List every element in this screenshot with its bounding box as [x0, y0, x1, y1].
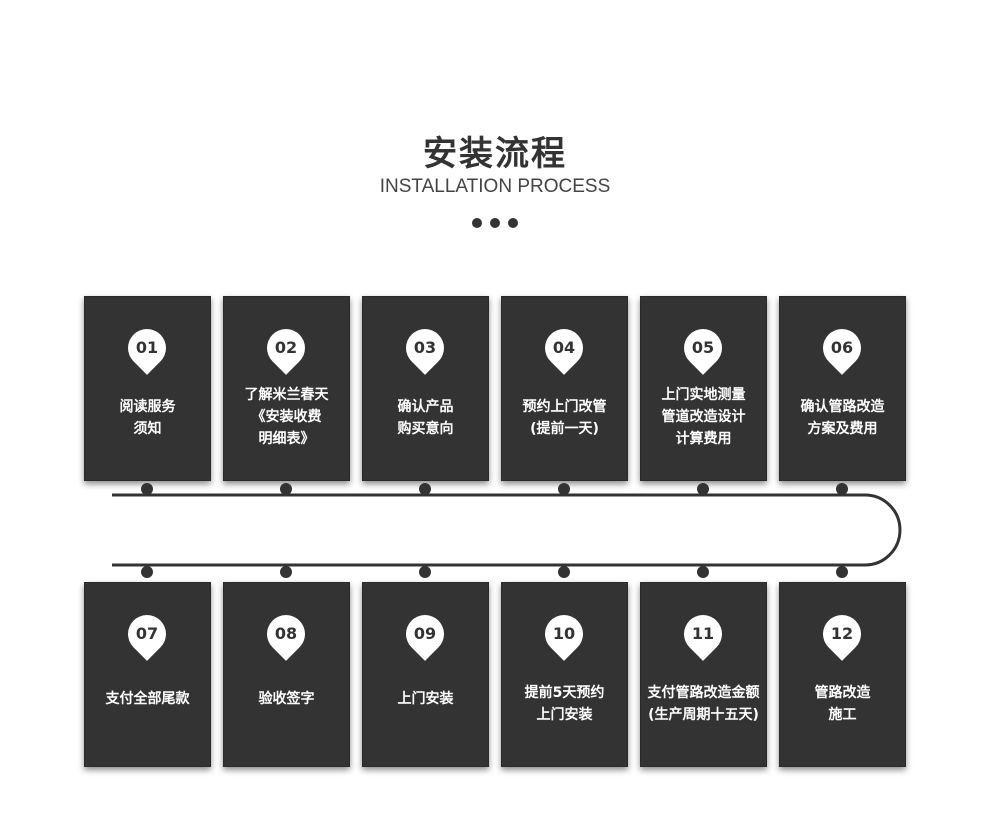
step-card: 06 确认管路改造 方案及费用: [779, 296, 906, 481]
step-card: 03 确认产品 购买意向: [362, 296, 489, 481]
step-card: 10 提前5天预约 上门安装: [501, 582, 628, 767]
connector-dot: [141, 566, 153, 578]
step-number: 10: [552, 624, 576, 643]
connector-dot: [836, 483, 848, 495]
step-number: 01: [135, 338, 159, 357]
page-subtitle: INSTALLATION PROCESS: [379, 176, 611, 197]
step-card: 04 预约上门改管 (提前一天): [501, 296, 628, 481]
step-text: 验收签字: [258, 691, 315, 707]
connector-dot: [836, 566, 848, 578]
step-number: 08: [274, 624, 298, 643]
step-number: 07: [135, 624, 159, 643]
step-text: 了解米兰春天 《安装收费 明细表》: [244, 387, 329, 447]
step-text: 支付全部尾款: [105, 691, 190, 707]
step-card: 07 支付全部尾款: [84, 582, 211, 767]
connector-dot: [280, 483, 292, 495]
connector-dot: [558, 566, 570, 578]
step-number: 11: [691, 624, 715, 643]
step-card: 05 上门实地测量 管道改造设计 计算费用: [640, 296, 767, 481]
step-text: 上门安装: [397, 691, 454, 707]
step-text: 提前5天预约 上门安装: [524, 685, 605, 723]
step-text: 预约上门改管 (提前一天): [522, 399, 607, 437]
step-number: 02: [274, 338, 298, 357]
step-text: 确认管路改造 方案及费用: [800, 399, 885, 437]
step-text: 支付管路改造金额 (生产周期十五天): [647, 685, 760, 723]
step-number: 03: [413, 338, 437, 357]
step-card: 02 了解米兰春天 《安装收费 明细表》: [223, 296, 350, 481]
step-card: 12 管路改造 施工: [779, 582, 906, 767]
connector-dot: [419, 483, 431, 495]
step-card: 09 上门安装: [362, 582, 489, 767]
connector-dot: [141, 483, 153, 495]
step-number: 09: [413, 624, 437, 643]
connector-dot: [280, 566, 292, 578]
connector-dot: [697, 483, 709, 495]
step-text: 上门实地测量 管道改造设计 计算费用: [661, 387, 746, 447]
connector-dot: [697, 566, 709, 578]
decorative-dots: [472, 218, 518, 228]
step-number: 06: [830, 338, 854, 357]
step-number: 04: [552, 338, 576, 357]
step-card: 11 支付管路改造金额 (生产周期十五天): [640, 582, 767, 767]
page-title: 安装流程: [423, 134, 567, 174]
connector-dot: [558, 483, 570, 495]
step-number: 12: [830, 624, 854, 643]
step-text: 管路改造 施工: [814, 685, 871, 723]
step-number: 05: [691, 338, 715, 357]
step-card: 01 阅读服务 须知: [84, 296, 211, 481]
step-card: 08 验收签字: [223, 582, 350, 767]
step-text: 阅读服务 须知: [119, 399, 176, 437]
connector-dot: [419, 566, 431, 578]
step-text: 确认产品 购买意向: [397, 399, 454, 437]
